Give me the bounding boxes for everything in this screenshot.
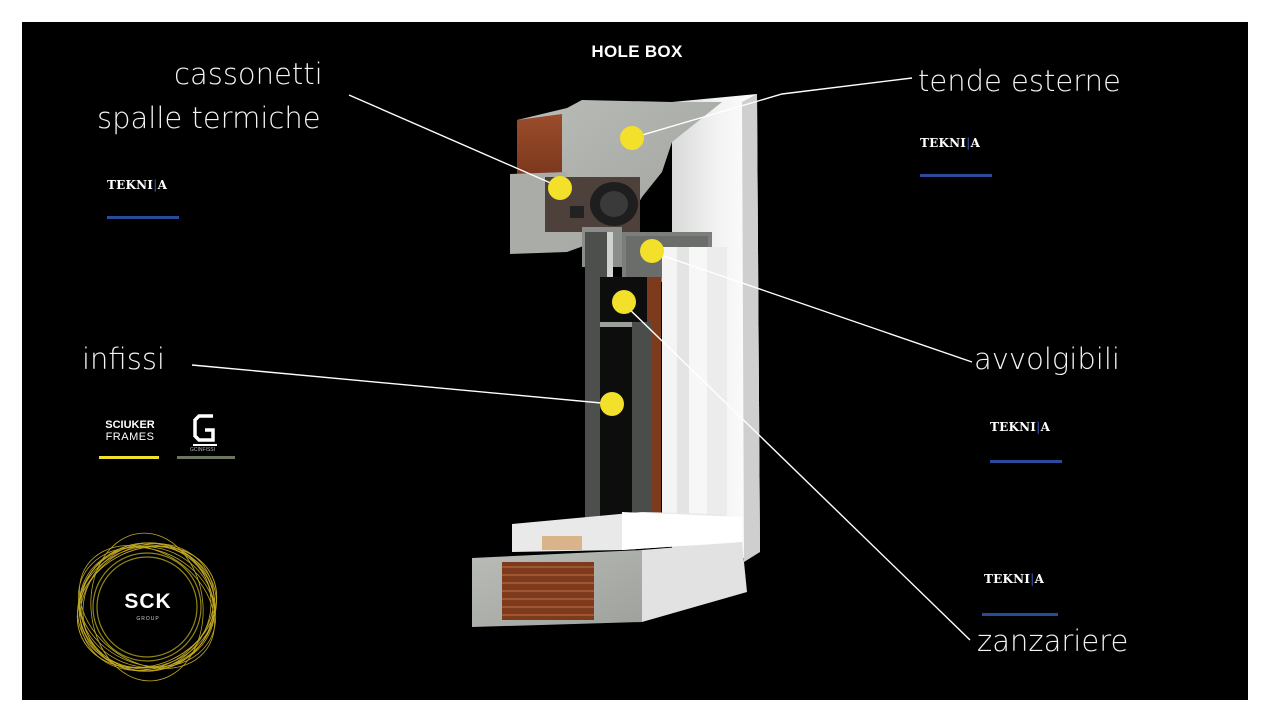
- marker-avvolgibili: [640, 239, 664, 263]
- gc-infissi-text: GCINFISSI: [190, 447, 216, 453]
- bottom-brick: [502, 562, 594, 620]
- teknika-logo-1: TEKNI|A: [107, 172, 187, 222]
- slide-title: HOLE BOX: [591, 42, 683, 61]
- leader-lines: [191, 77, 973, 641]
- label-spalle-termiche: spalle termiche: [97, 101, 321, 135]
- label-zanzariere: zanzariere: [977, 624, 1129, 658]
- label-avvolgibili: avvolgibili: [974, 342, 1120, 376]
- marker-tende: [620, 126, 644, 150]
- teknika-logo-2: TEKNI|A: [920, 134, 1000, 184]
- sck-group-logo: [76, 532, 218, 682]
- sciuker-frames-logo: SCIUKER FRAMES: [105, 419, 155, 443]
- marker-cassonetti: [548, 176, 572, 200]
- teknika-logo-3: TEKNI|A: [990, 420, 1070, 470]
- label-infissi: infissi: [82, 342, 165, 376]
- gc-underline: [177, 456, 235, 459]
- marker-infissi: [600, 392, 624, 416]
- label-tende-esterne: tende esterne: [918, 64, 1121, 98]
- teknika-logo-4: TEKNI|A: [982, 572, 1064, 622]
- hotspot-markers: [548, 126, 664, 416]
- window-frame-section-illustration: [191, 77, 973, 641]
- marker-zanzariere: [612, 290, 636, 314]
- label-cassonetti: cassonetti: [174, 57, 323, 91]
- sck-text: SCK: [124, 590, 172, 613]
- slide-canvas: HOLE BOX: [22, 22, 1248, 700]
- gc-infissi-logo: [193, 414, 217, 446]
- sck-sub-text: GROUP: [136, 616, 160, 622]
- sciuker-underline: [99, 456, 159, 459]
